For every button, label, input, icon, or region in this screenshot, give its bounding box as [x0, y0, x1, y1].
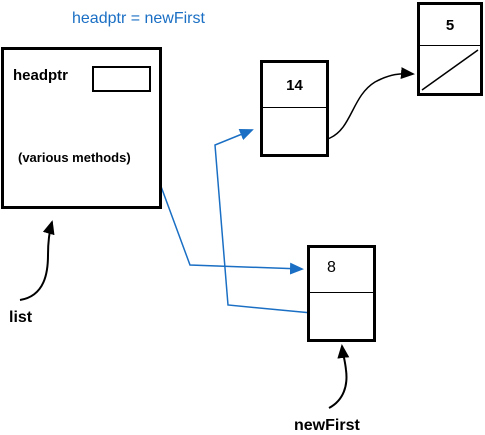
node-5-value: 5 [445, 17, 455, 34]
new-first-variable-arrow [328, 344, 350, 409]
node-8-value: 8 [327, 259, 336, 276]
headptr-field-label: headptr [13, 67, 69, 84]
various-methods-label: (various methods) [18, 150, 131, 165]
list-variable-arrow [19, 220, 55, 301]
node-5: 5 [417, 2, 483, 96]
list-variable-label: list [9, 309, 33, 326]
node-14-divider [263, 107, 326, 108]
node-8-divider [310, 292, 373, 293]
headptr-field-box [92, 66, 151, 92]
assignment-caption: headptr = newFirst [72, 10, 205, 27]
node-14-value: 14 [286, 77, 303, 94]
new-first-variable-label: newFirst [294, 417, 360, 434]
node-8: 8 [307, 245, 376, 342]
node-14: 14 [260, 60, 329, 157]
list-object-box: headptr (various methods) [1, 47, 162, 209]
null-pointer-icon [421, 49, 479, 91]
node-5-divider [420, 45, 480, 46]
new-first-next-pointer-line [214, 128, 334, 316]
